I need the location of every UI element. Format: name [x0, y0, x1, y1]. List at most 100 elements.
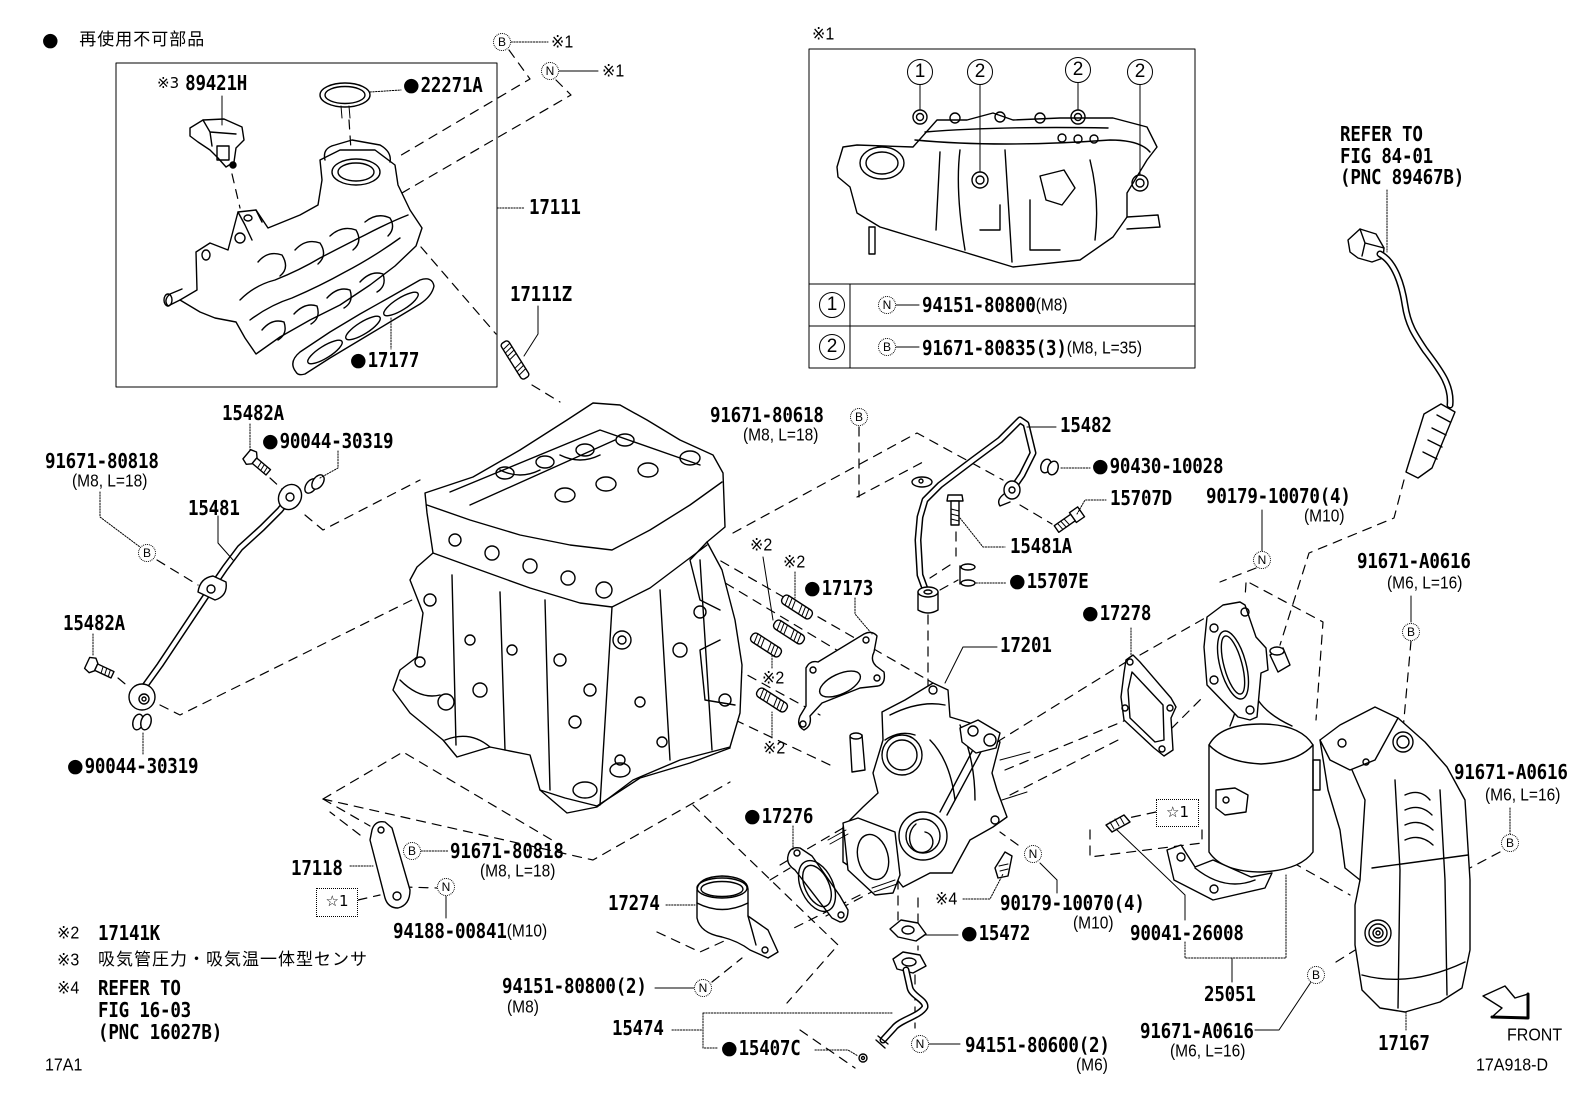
o2-ref-figure-link: FIG 84-01 — [1340, 145, 1434, 169]
catalytic-converter-25051-assembly-bracket — [1184, 874, 1287, 959]
heat-insulator-17167-outline — [1319, 706, 1471, 1013]
part-number: 15482 — [1060, 414, 1112, 438]
label-gasket-15707e[interactable]: ●15707E — [1009, 572, 1089, 593]
label-manifold-gasket[interactable]: ●17177 — [350, 351, 419, 372]
label-stay-bracket[interactable]: 17118 — [291, 859, 343, 880]
intake-manifold-17111-flange-ports — [261, 272, 385, 341]
oil-drain-parts-pipe-15474-bore — [901, 957, 917, 967]
label-oil-pipe-15481[interactable]: 15481 — [188, 499, 240, 520]
figure-code-left: 17A1 — [45, 1056, 82, 1075]
label-exhaust-converter[interactable]: 25051 — [1204, 985, 1256, 1006]
map-sensor-89421h-connector — [216, 145, 230, 161]
label-intake-manifold[interactable]: 17111 — [529, 198, 581, 219]
bolt-15481a-head — [946, 494, 964, 502]
label-union-gasket-lower[interactable]: ●90044-30319 — [67, 757, 198, 778]
label-union-bolt-15707d[interactable]: 15707D — [1110, 489, 1172, 510]
label-elbow-nut[interactable]: 94151-80800(2) — [502, 977, 647, 998]
catalytic-converter-25051-body — [1208, 723, 1314, 873]
stud-note-leaders — [762, 556, 796, 739]
detail-manifold-view-throttle-bore — [865, 151, 899, 175]
label-bracket-nut[interactable]: 94188-00841(M10) — [393, 922, 547, 943]
engine-block-assembly-injector-boss-1 — [554, 487, 576, 503]
spec-converter-nut-upper: (M10) — [1304, 507, 1344, 526]
label-union-bolt-15481a[interactable]: 15481A — [1010, 535, 1073, 559]
non-reusable-mark: ● — [1082, 602, 1099, 624]
gasket-17276-hole-1 — [793, 849, 801, 857]
engine-block-assembly-outline — [392, 402, 743, 814]
label-insulator-bolt-right[interactable]: 91671-A0616 — [1454, 761, 1568, 785]
engine-block-assembly-boss-8 — [693, 605, 707, 619]
guide-lines-turbo-to-cat-3 — [1009, 694, 1206, 796]
label-union-gasket-upper[interactable]: ●90044-30319 — [262, 430, 393, 453]
detail-manifold-view-callout-leaders — [919, 82, 1141, 176]
catalytic-converter-25051-flange-hole-1 — [1209, 623, 1219, 633]
engine-block-assembly-front-cover — [399, 679, 491, 748]
label-turbo-pipe-bolt[interactable]: 91671-80618 — [710, 406, 824, 427]
label-pipe-bracket-bolt[interactable]: 91671-80818 — [45, 452, 159, 473]
label-turbocharger[interactable]: 17201 — [1000, 636, 1052, 657]
label-union-bolt-upper[interactable]: 15482A — [222, 404, 284, 425]
guide-lines-b-ref — [397, 49, 531, 158]
label-union-bolt-lower[interactable]: 15482A — [63, 614, 125, 635]
label-throttle-gasket[interactable]: ●22271A — [403, 76, 483, 97]
engine-block-assembly-boss-6-hole — [617, 635, 627, 645]
label-drain-gasket[interactable]: ●15407C — [721, 1037, 801, 1061]
gasket-17278-hole-1 — [1126, 658, 1134, 666]
gasket-17278-hole-2 — [1166, 704, 1174, 712]
label-insulator-bolt-lower[interactable]: 91671-A0616 — [1140, 1022, 1254, 1043]
label-inlet-gasket[interactable]: ●17276 — [744, 807, 813, 828]
label-inlet-elbow[interactable]: 17274 — [608, 894, 660, 915]
note-4-line-2[interactable]: FIG 16-03 — [98, 1001, 191, 1022]
pipe-15482-lower-fitting-top — [917, 586, 939, 598]
non-reusable-mark: ● — [262, 430, 279, 452]
inlet-elbow-17274-body — [696, 875, 779, 959]
oil-pipe-15481-leader — [217, 515, 234, 561]
oil-drain-parts-oil-line-fitting-mesh — [998, 863, 1009, 872]
part-number: 15407C — [738, 1037, 801, 1061]
label-converter-nut-upper[interactable]: 90179-10070(4) — [1206, 487, 1351, 508]
label-insulator-bolt-upper[interactable]: 91671-A0616 — [1357, 552, 1471, 573]
o2-ref-line-2[interactable]: FIG 84-01 — [1340, 145, 1434, 169]
label-drain-nut[interactable]: 94151-80600(2) — [965, 1036, 1110, 1057]
label-heat-insulator[interactable]: 17167 — [1378, 1034, 1430, 1055]
detail-manifold-view — [836, 82, 1161, 268]
oil-pipe-15481-clamp — [197, 575, 227, 601]
stud-17141k-2-body — [772, 619, 806, 645]
o-ring-22271a-leader — [369, 89, 402, 93]
catalytic-converter-25051-sensor-boss-top — [1269, 646, 1285, 656]
catalytic-converter-25051-flange-hole-3 — [1209, 675, 1219, 685]
note-text: 17141K — [98, 922, 161, 946]
gasket-17177-outline — [292, 278, 435, 376]
o2-ref-text: REFER TO — [1340, 123, 1423, 147]
label-oil-drain-gasket[interactable]: ●15472 — [961, 924, 1030, 945]
label-manifold-stud[interactable]: 17111Z — [510, 285, 572, 306]
label-turbo-nut-lower[interactable]: 90179-10070(4) — [1000, 894, 1145, 915]
label-oil-drain-pipe[interactable]: 15474 — [612, 1019, 664, 1040]
air-fuel-ratio-sensor — [1347, 189, 1456, 479]
oil-drain-parts-pipe-15474 — [881, 968, 927, 1042]
detail-box-title: ※1 — [812, 25, 834, 44]
catalytic-converter-25051-outlet-hole-2 — [1209, 884, 1219, 894]
heat-insulator-17167-top-bolt-seat — [1392, 731, 1414, 753]
turbocharger-17201-flange-stud-1 — [827, 829, 849, 845]
label-oil-pipe-15482[interactable]: 15482 — [1060, 414, 1112, 438]
detail-row-2-part[interactable]: 91671-80835(3)(M8, L=35) — [922, 339, 1142, 360]
non-reusable-mark: ● — [721, 1037, 738, 1059]
label-union-gasket-90430[interactable]: ●90430-10028 — [1092, 457, 1223, 478]
part-number: 15481A — [1010, 535, 1073, 559]
bolt-symbol-b: B — [850, 408, 868, 426]
part-number: 17173 — [821, 577, 874, 601]
label-converter-stud[interactable]: 90041-26008 — [1130, 924, 1244, 945]
stud-note-1: ※2 — [750, 536, 772, 555]
label-turbo-outlet-gasket[interactable]: ●17278 — [1082, 602, 1151, 625]
nut-symbol-n: N — [437, 878, 455, 896]
label-bracket-bolt[interactable]: 91671-80818 — [450, 842, 564, 863]
oil-pipe-15481-upper-eye — [277, 483, 303, 511]
gasket-17278 — [1120, 627, 1177, 757]
guide-lines-manifold-to-stud — [420, 246, 497, 335]
label-exhaust-manifold-gasket[interactable]: ●17173 — [804, 577, 874, 601]
part-number: 91671-A0616 — [1454, 761, 1568, 785]
part-spec: (M10) — [1073, 914, 1114, 934]
detail-row-1-part[interactable]: 94151-80800(M8) — [922, 296, 1068, 317]
